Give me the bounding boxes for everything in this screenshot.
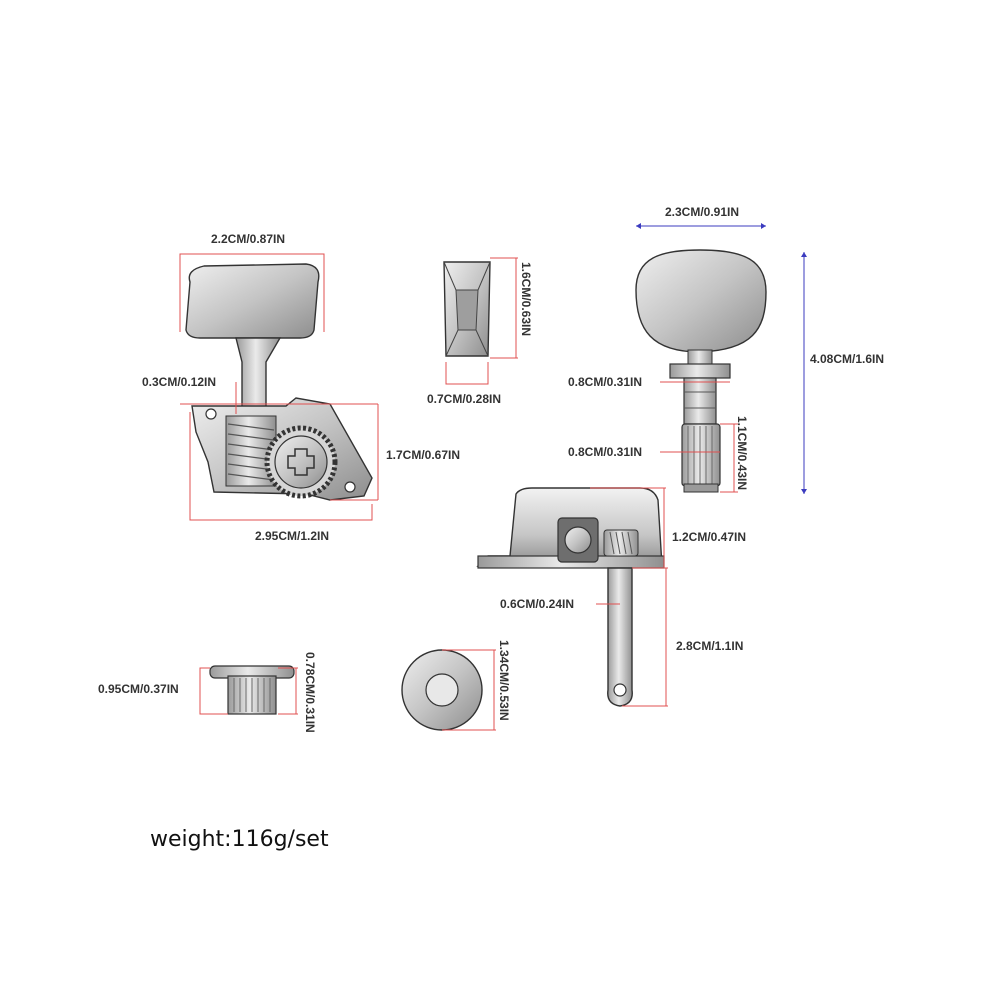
oval-button — [635, 249, 767, 353]
label-post-diameter: 0.6CM/0.24IN — [500, 597, 574, 611]
housing-dimension-lines — [590, 487, 668, 707]
label-collar-diameter: 0.8CM/0.31IN — [568, 375, 642, 389]
housing-worm — [603, 529, 639, 557]
bushing-cap — [683, 483, 719, 493]
mounting-hole — [344, 481, 356, 493]
label-total-height: 4.08CM/1.6IN — [810, 352, 884, 366]
label-block-height: 1.6CM/0.63IN — [519, 262, 533, 336]
post-shaft — [683, 377, 717, 425]
gear-cap — [274, 435, 328, 489]
label-washer-diameter: 1.34CM/0.53IN — [497, 640, 511, 721]
post-tip-hole — [613, 683, 627, 697]
label-button-width: 2.2CM/0.87IN — [211, 232, 285, 246]
press-bushing — [209, 665, 295, 715]
spacer-block — [443, 261, 491, 357]
label-oval-button-width: 2.3CM/0.91IN — [665, 205, 739, 219]
string-post — [607, 567, 633, 707]
spacer-block-dimension-lines — [445, 257, 518, 385]
label-screw-hole: 0.3CM/0.12IN — [142, 375, 216, 389]
weight-label: weight:116g/set — [150, 827, 329, 852]
tuner-button-stem — [235, 337, 282, 413]
shaft-end — [564, 526, 592, 554]
label-bushing-diameter: 0.95CM/0.37IN — [98, 682, 179, 696]
phillips-screw-icon — [287, 448, 315, 476]
label-bushing-height: 0.78CM/0.31IN — [303, 652, 317, 733]
front-view-tuner — [635, 249, 767, 493]
label-post-length: 2.8CM/1.1IN — [676, 639, 743, 653]
label-block-width: 0.7CM/0.28IN — [427, 392, 501, 406]
label-base-length: 2.95CM/1.2IN — [255, 529, 329, 543]
tuner-button — [185, 263, 320, 339]
washer-hole — [425, 673, 459, 707]
washer-dimension-lines — [442, 649, 496, 731]
label-housing-height: 1.2CM/0.47IN — [672, 530, 746, 544]
screw-hole — [205, 408, 217, 420]
side-view-tuner — [185, 263, 373, 501]
spacer-block-inner — [455, 289, 479, 331]
press-bushing-dimension-lines — [199, 667, 298, 715]
front-view-dimension-lines — [636, 223, 807, 494]
label-shaft-length: 1.1CM/0.43IN — [735, 416, 749, 490]
side-view-dimension-lines — [179, 253, 379, 521]
label-base-height: 1.7CM/0.67IN — [386, 448, 460, 462]
hex-nut — [669, 363, 731, 379]
washer — [401, 649, 483, 731]
label-shaft-diameter: 0.8CM/0.31IN — [568, 445, 642, 459]
gear-housing — [476, 487, 665, 707]
